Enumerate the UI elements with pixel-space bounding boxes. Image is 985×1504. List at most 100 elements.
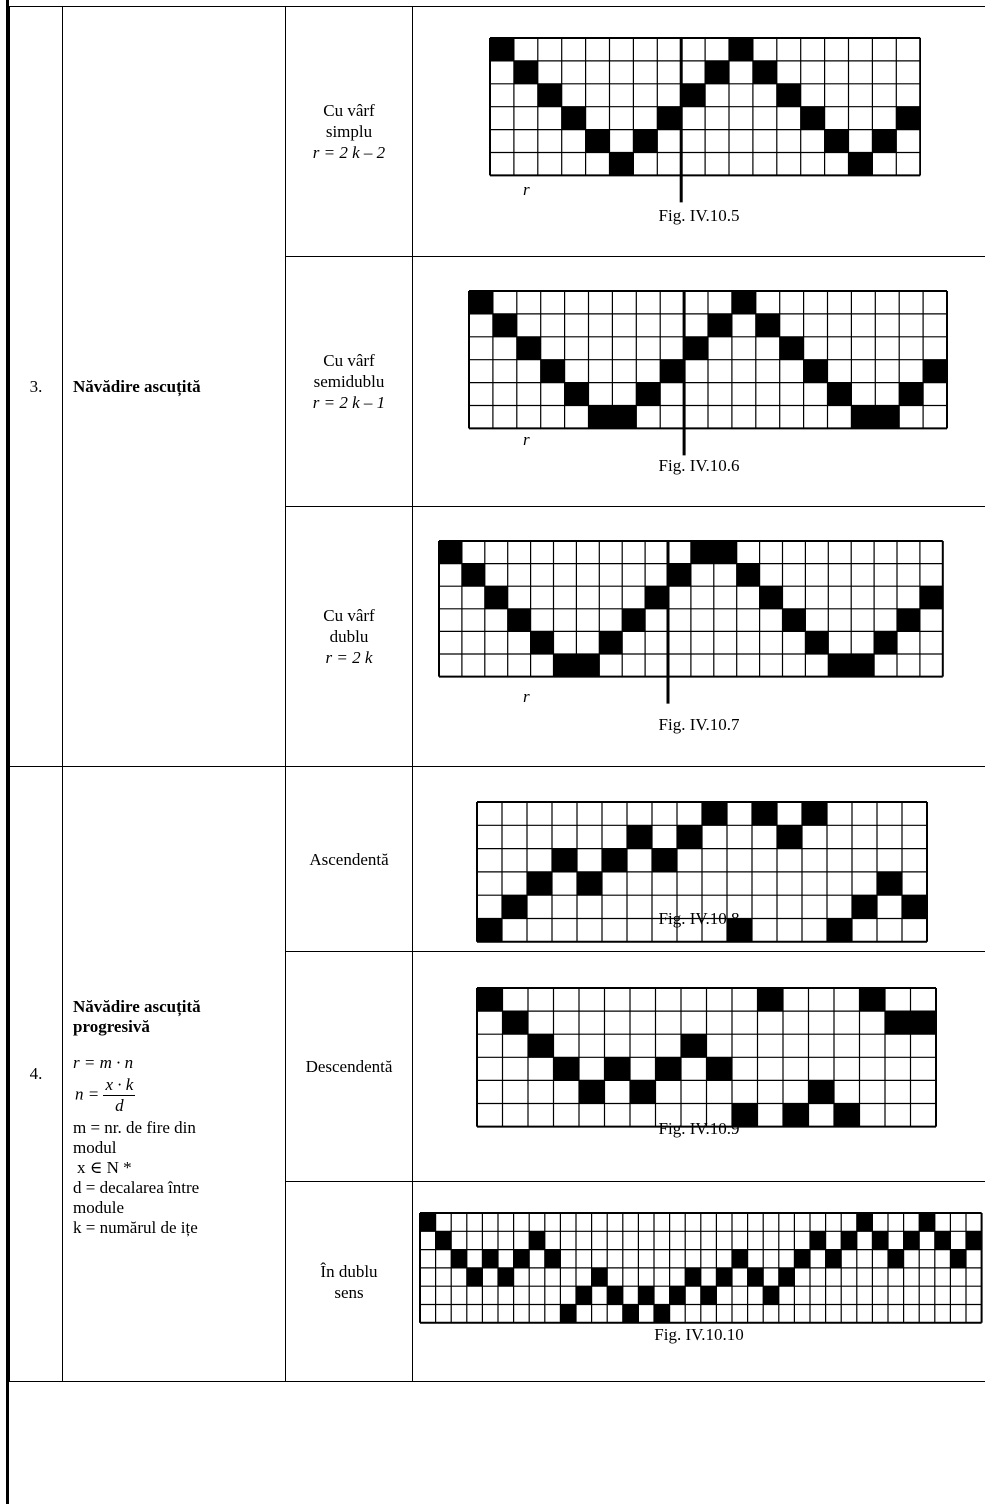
filled-cell xyxy=(477,918,502,942)
variant-label-line2: semidublu xyxy=(313,372,385,391)
filled-cell xyxy=(897,608,920,632)
param-n-fraction: x · k d xyxy=(103,1075,136,1116)
filled-cell xyxy=(852,895,877,919)
filled-cell xyxy=(579,1080,605,1104)
filled-cell xyxy=(609,152,634,176)
filled-cell xyxy=(752,802,777,826)
filled-cell xyxy=(934,1231,951,1250)
filled-cell xyxy=(684,336,708,360)
variant-cell: Descendentă xyxy=(285,951,413,1182)
filled-cell xyxy=(622,1304,639,1323)
filled-cell xyxy=(585,129,610,153)
method-name: Năvădire ascuțită xyxy=(62,6,286,767)
threading-grid xyxy=(476,801,928,943)
filled-cell xyxy=(902,895,927,919)
filled-cell xyxy=(848,152,873,176)
filled-cell xyxy=(805,631,829,654)
filled-cell xyxy=(910,1011,936,1035)
threading-grid xyxy=(419,1212,983,1324)
filled-cell xyxy=(612,405,637,429)
filled-cell xyxy=(732,1103,758,1127)
param-n-lhs: n = xyxy=(75,1084,100,1104)
filled-cell xyxy=(783,1103,809,1127)
filled-cell xyxy=(622,608,646,632)
figure-cell: r Fig. IV.10.7 xyxy=(412,506,985,767)
filled-cell xyxy=(630,1080,656,1104)
row-number: 3. xyxy=(9,6,63,767)
variant-label-line1: Cu vârf xyxy=(323,606,375,625)
fraction-denominator: d xyxy=(115,1096,124,1115)
filled-cell xyxy=(727,918,752,942)
filled-cell xyxy=(498,1267,514,1287)
filled-cell xyxy=(747,1267,764,1287)
filled-cell xyxy=(708,313,732,337)
filled-cell xyxy=(588,405,613,429)
figure-caption: Fig. IV.10.9 xyxy=(658,1119,740,1138)
variant-cell: Cu vârf simplu r = 2 k – 2 xyxy=(285,6,413,257)
filled-cell xyxy=(655,1057,681,1081)
filled-cell xyxy=(636,382,661,406)
filled-cell xyxy=(607,1286,623,1305)
figure-cell: Fig. IV.10.8 xyxy=(412,766,985,952)
filled-cell xyxy=(576,1286,592,1305)
figure-caption: Fig. IV.10.6 xyxy=(658,456,740,475)
filled-cell xyxy=(896,106,921,130)
repeat-label: r xyxy=(523,687,530,706)
filled-cell xyxy=(469,291,493,314)
filled-cell xyxy=(702,802,727,826)
filled-cell xyxy=(705,60,729,84)
filled-cell xyxy=(827,918,852,942)
filled-cell xyxy=(652,848,677,872)
filled-cell xyxy=(851,405,876,429)
filled-cell xyxy=(466,1267,483,1287)
filled-cell xyxy=(490,38,514,61)
filled-cell xyxy=(552,848,577,872)
variant-label-line2: dublu xyxy=(329,627,369,646)
filled-cell xyxy=(591,1267,608,1287)
table-row: În dublu sens Fig. IV.10.10 xyxy=(10,1181,985,1382)
filled-cell xyxy=(877,871,902,896)
threading-grid xyxy=(489,37,922,203)
table-row: Descendentă Fig. IV.10.9 xyxy=(10,951,985,1182)
filled-cell xyxy=(824,129,849,153)
filled-cell xyxy=(779,336,804,360)
filled-cell xyxy=(759,586,783,609)
filled-cell xyxy=(794,1249,810,1268)
param-m-line1: m = nr. de fire din xyxy=(73,1118,196,1137)
filled-cell xyxy=(757,988,783,1012)
filled-cell xyxy=(732,1249,748,1268)
filled-cell xyxy=(827,382,852,406)
filled-cell xyxy=(560,1304,576,1323)
filled-cell xyxy=(872,129,897,153)
filled-cell xyxy=(484,586,508,609)
filled-cell xyxy=(564,382,589,406)
filled-cell xyxy=(577,871,602,896)
figure-cell: Fig. IV.10.10 xyxy=(412,1181,985,1382)
filled-cell xyxy=(919,586,943,609)
filled-cell xyxy=(899,382,924,406)
row-number: 4. xyxy=(9,766,63,1382)
variant-label-line2: simplu xyxy=(325,122,373,141)
filled-cell xyxy=(553,654,577,677)
filled-cell xyxy=(482,1249,498,1268)
filled-cell xyxy=(681,1034,707,1058)
threading-grid xyxy=(476,987,937,1128)
filled-cell xyxy=(657,106,682,130)
filled-cell xyxy=(903,1231,920,1250)
param-k: k = numărul de ițe xyxy=(73,1218,198,1237)
variant-label-line1: Cu vârf xyxy=(323,351,375,370)
variant-label-line2: sens xyxy=(334,1282,364,1302)
filled-cell xyxy=(810,1231,826,1250)
filled-cell xyxy=(537,83,562,107)
filled-cell xyxy=(859,988,885,1012)
method-name-line1: Năvădire ascuțită xyxy=(73,997,201,1016)
filled-cell xyxy=(527,871,552,896)
filled-cell xyxy=(736,563,760,587)
filled-cell xyxy=(660,359,685,383)
variant-formula: r = 2 k xyxy=(325,648,373,667)
variant-cell: Cu vârf semidublu r = 2 k – 1 xyxy=(285,256,413,507)
repeat-label: r xyxy=(523,180,530,199)
variant-cell: În dublu sens xyxy=(285,1181,413,1382)
filled-cell xyxy=(782,608,806,632)
filled-cell xyxy=(875,405,900,429)
